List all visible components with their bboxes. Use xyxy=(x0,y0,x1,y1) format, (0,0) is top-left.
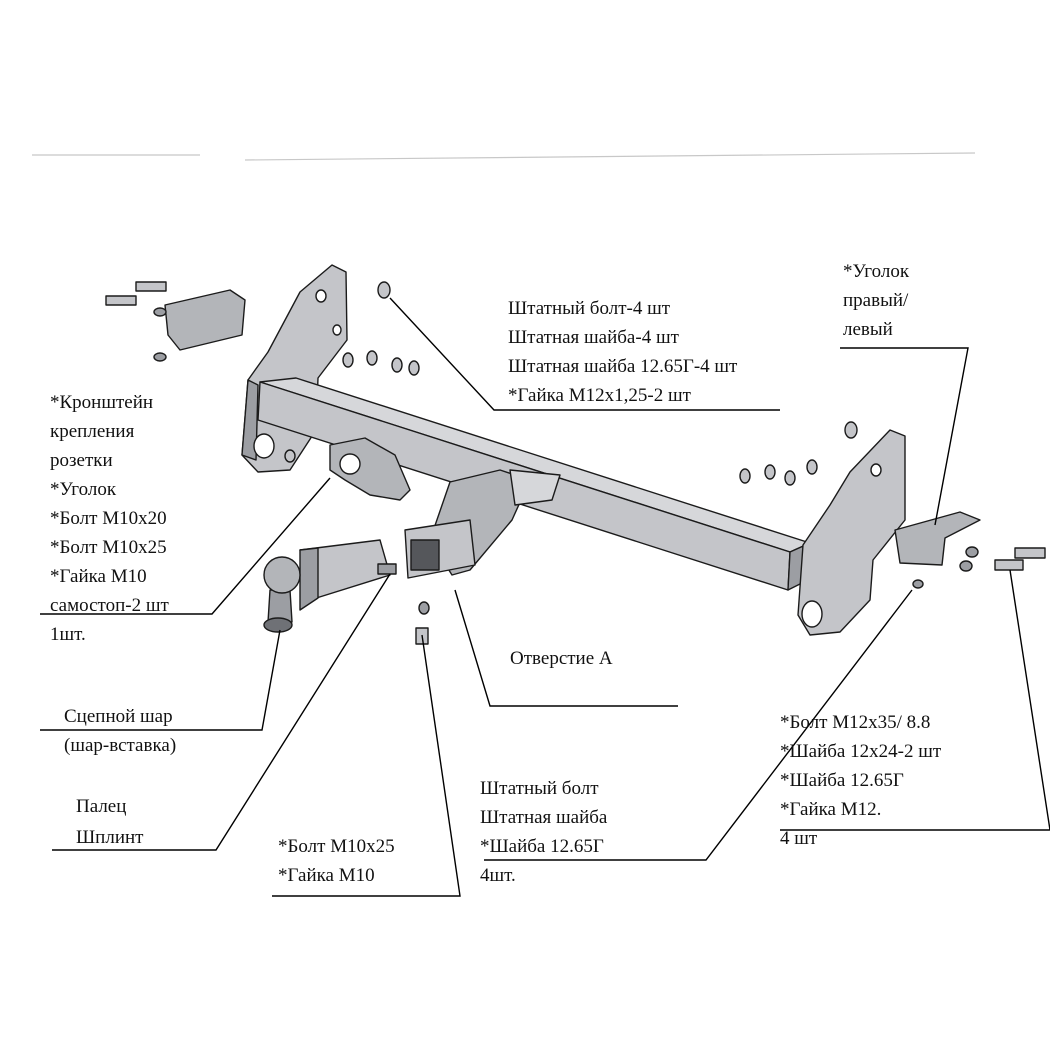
label-line: *Шайба 12х24-2 шт xyxy=(780,741,942,762)
label-line: *Кронштейн xyxy=(50,392,154,413)
leader-pin xyxy=(52,573,391,851)
label-line: *Гайка М12х1,25-2 шт xyxy=(508,385,691,406)
label-line: Сцепной шар xyxy=(64,706,173,727)
label-line: Штатная шайба-4 шт xyxy=(508,327,679,348)
label-line: крепления xyxy=(50,421,135,442)
left-plate-hole xyxy=(253,433,275,459)
label-line: Шплинт xyxy=(76,827,144,848)
receiver-bracket xyxy=(509,469,561,506)
label-corner-right-left: *Уголок правый/ левый xyxy=(843,257,909,344)
label-standard-bolts: Штатный болт-4 шт Штатная шайба-4 шт Шта… xyxy=(508,294,737,410)
label-line: *Болт М10х25 xyxy=(50,537,167,558)
leader-corner-right-left xyxy=(840,347,969,526)
socket-bracket-hole xyxy=(339,453,361,475)
leader-socket-bracket xyxy=(40,477,331,615)
leader-bolt-m12 xyxy=(780,569,1050,831)
label-line: Палец xyxy=(76,796,127,817)
right-corner-bracket xyxy=(894,511,981,566)
leader-standard-bolts xyxy=(389,297,780,411)
tow-ball-nut xyxy=(263,617,293,633)
label-line: правый/ xyxy=(843,290,909,311)
leader-hole-a xyxy=(454,589,678,707)
scan-artifact-line xyxy=(244,152,976,161)
label-hole-a: Отверстие А xyxy=(510,644,613,673)
label-line: *Гайка М10 xyxy=(50,566,147,587)
tow-ball-stem xyxy=(267,589,293,623)
label-line: *Болт М12х35/ 8.8 xyxy=(780,712,931,733)
label-line: (шар-вставка) xyxy=(64,735,177,756)
leader-lines xyxy=(40,297,1050,897)
leader-bolt-m10 xyxy=(272,634,461,897)
label-socket-bracket: *Кронштейн крепления розетки *Уголок *Бо… xyxy=(50,388,169,649)
label-line: розетки xyxy=(50,450,113,471)
label-line: Отверстие А xyxy=(510,648,613,669)
label-standard-bolt-bottom: Штатный болт Штатная шайба *Шайба 12.65Г… xyxy=(480,774,607,890)
right-plate-hole-upper xyxy=(870,463,882,477)
label-line: 1шт. xyxy=(50,624,86,645)
label-line: Штатный болт-4 шт xyxy=(508,298,671,319)
ball-mount-neck xyxy=(299,547,319,611)
socket-corner-bracket xyxy=(164,289,246,351)
label-pin: Палец Шплинт xyxy=(76,792,143,852)
tow-hitch-parts xyxy=(105,264,1046,645)
pin xyxy=(377,563,397,575)
left-plate-edge xyxy=(241,379,259,461)
label-line: *Уголок xyxy=(50,479,117,500)
right-mounting-plate xyxy=(797,429,906,636)
label-line: *Гайка М10 xyxy=(278,865,375,886)
receiver-opening xyxy=(410,539,440,571)
label-line: Штатный болт xyxy=(480,778,599,799)
upper-left-bolts xyxy=(105,281,167,362)
label-line: *Уголок xyxy=(843,261,910,282)
label-line: 4шт. xyxy=(480,865,516,886)
right-plate-hole xyxy=(801,600,823,628)
label-tow-ball: Сцепной шар (шар-вставка) xyxy=(64,702,176,760)
label-line: 4 шт xyxy=(780,828,818,849)
label-bolt-m12: *Болт М12х35/ 8.8 *Шайба 12х24-2 шт *Шай… xyxy=(780,708,941,853)
leader-standard-bolt-bottom xyxy=(484,589,913,861)
leader-tow-ball xyxy=(40,629,281,731)
label-line: *Шайба 12.65Г xyxy=(480,836,604,857)
label-line: самостоп-2 шт xyxy=(50,595,169,616)
label-line: *Шайба 12.65Г xyxy=(780,770,904,791)
label-line: Штатная шайба 12.65Г-4 шт xyxy=(508,356,738,377)
label-line: *Болт М10х20 xyxy=(50,508,167,529)
label-line: *Болт М10х25 xyxy=(278,836,395,857)
right-bolts xyxy=(912,546,1046,589)
label-line: Штатная шайба xyxy=(480,807,608,828)
label-bolt-m10: *Болт М10х25 *Гайка М10 xyxy=(278,832,395,890)
tow-ball-sphere xyxy=(263,556,301,594)
left-plate-hole-mid xyxy=(332,324,342,336)
label-line: *Гайка М12. xyxy=(780,799,882,820)
label-line: левый xyxy=(843,319,893,340)
left-plate-hole-upper xyxy=(315,289,327,303)
